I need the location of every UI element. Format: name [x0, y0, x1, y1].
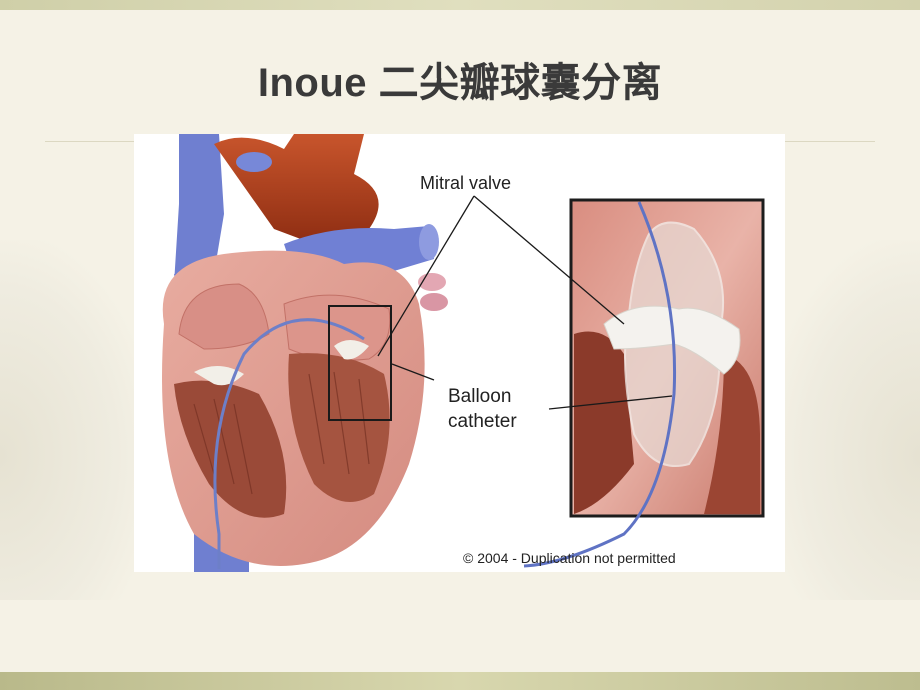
- left-fan-decoration: [0, 240, 150, 600]
- slide-title: Inoue 二尖瓣球囊分离: [257, 61, 663, 105]
- heart-illustration: Mitral valve Balloon catheter © 2004 - D…: [134, 134, 785, 572]
- copyright-notice: © 2004 - Duplication not permitted: [463, 550, 676, 566]
- heart-drawing: [162, 134, 448, 572]
- label-balloon: Balloon: [448, 386, 511, 407]
- label-mitral-valve: Mitral valve: [420, 173, 511, 193]
- pointer-lines: [377, 195, 673, 410]
- label-catheter: catheter: [448, 411, 517, 432]
- valve-inset-image: [523, 198, 765, 568]
- right-fan-decoration: [770, 240, 920, 600]
- top-decor-bar: [0, 0, 920, 10]
- bottom-decor-bar: [0, 672, 920, 690]
